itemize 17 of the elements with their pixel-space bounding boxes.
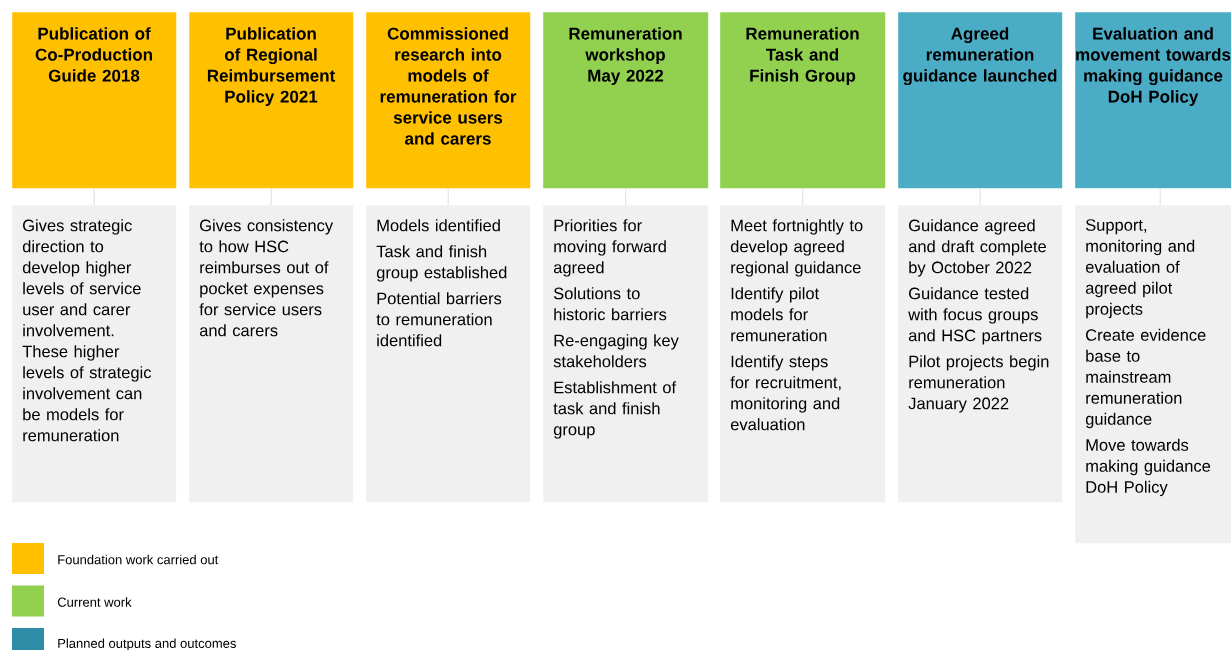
description-box: Gives strategic direction to develop higher levels of service user and carer involvement. These higher levels of strategic involvement can be models for remuneration <box>12 205 177 503</box>
stage-header: Evaluation and movement towards making guidance DoH Policy <box>1075 12 1231 189</box>
description-box: Guidance agreed and draft complete by October 2022 Guidance tested with focus groups and HSC partners Pilot projects begin remuneration January 2022 <box>898 205 1063 503</box>
description-box: Support, monitoring and evaluation of agreed pilot projects Create evidence base to mainstream remuneration guidance Move towards making guidance DoH Policy <box>1075 205 1231 544</box>
stage-header: Remuneration workshop May 2022 <box>543 12 709 189</box>
description-box: Models identified Task and finish group established Potential barriers to remuneration identified <box>366 205 531 503</box>
stage-header: Publication of Regional Reimbursement Policy 2021 <box>189 12 354 189</box>
description-box: Gives consistency to how HSC reimburses out of pocket expenses for service users and carers <box>189 205 354 503</box>
legend-label: Current work <box>57 597 132 607</box>
stage-header: Remuneration Task and Finish Group <box>720 12 886 189</box>
legend-label: Foundation work carried out <box>58 554 219 565</box>
stage-header: Commissioned research into models of remuneration for service users and carers <box>366 12 531 189</box>
legend-label: Planned outputs and outcomes <box>58 638 236 650</box>
stage-header: Publication of Co-Production Guide 2018 <box>12 12 177 189</box>
description-box: Priorities for moving forward agreed Solutions to historic barriers Re-engaging key stakeholders Establishment of task and finish group <box>543 205 709 503</box>
stage-header: Agreed remuneration guidance launched <box>898 12 1063 189</box>
description-box: Meet fortnightly to develop agreed regional guidance Identify pilot models for remuneration Identify steps for recruitment, monitoring and evaluation <box>720 205 886 503</box>
